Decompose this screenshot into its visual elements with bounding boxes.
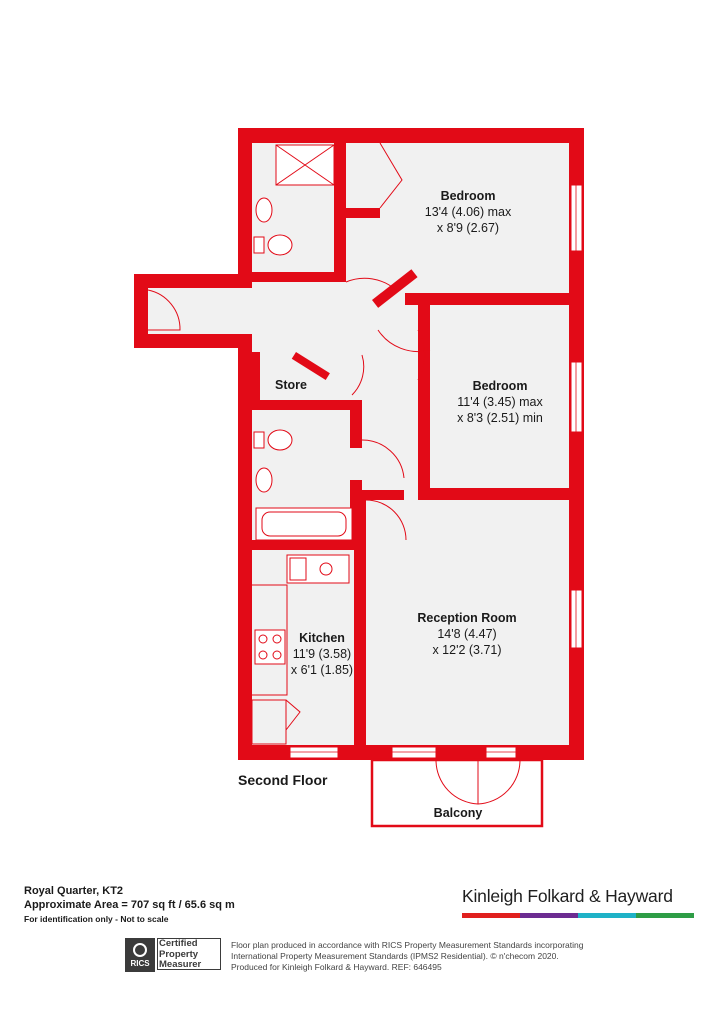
- disclaimer-line3: Produced for Kinleigh Folkard & Hayward.…: [231, 962, 442, 972]
- globe-icon: [133, 943, 147, 957]
- bedroom1-name: Bedroom: [441, 189, 496, 203]
- floor-area: [148, 142, 570, 826]
- windows: [289, 184, 583, 759]
- floor-plan: Bedroom 13'4 (4.06) max x 8'9 (2.67) Bed…: [134, 128, 584, 828]
- brand-bar-green: [636, 913, 694, 918]
- disclaimer-line1: Floor plan produced in accordance with R…: [231, 940, 584, 950]
- rics-badge-box: [157, 938, 221, 970]
- rics-badge-line2: Property: [159, 948, 199, 960]
- balcony-outline: [370, 758, 544, 828]
- property-area: Approximate Area = 707 sq ft / 65.6 sq m: [24, 899, 235, 911]
- cupboard-icon: [251, 699, 287, 745]
- disclaimer-line2: International Property Measurement Stand…: [231, 951, 559, 961]
- reception-name: Reception Room: [417, 611, 516, 625]
- brand-name: Kinleigh Folkard & Hayward: [462, 886, 673, 906]
- window-panes: [290, 185, 577, 753]
- bedroom1-dim1: 13'4 (4.06) max: [425, 205, 512, 219]
- bedroom2-dim2: x 8'3 (2.51) min: [457, 411, 543, 425]
- basin-icon: [255, 197, 273, 223]
- rics-badge-text: Certified Property Measurer: [159, 938, 202, 971]
- bedroom2-name: Bedroom: [473, 379, 528, 393]
- kitchen-dim1: 11'9 (3.58): [293, 647, 351, 661]
- property-note: For identification only - Not to scale: [24, 914, 169, 924]
- balcony-name: Balcony: [434, 806, 483, 820]
- bedroom2-dim1: 11'4 (3.45) max: [457, 395, 543, 409]
- floor-label: Second Floor: [238, 772, 328, 788]
- fixtures: [251, 144, 353, 745]
- rics-logo: RICS: [125, 938, 155, 972]
- basin-icon-2: [255, 467, 273, 493]
- bedroom1-dim2: x 8'9 (2.67): [437, 221, 499, 235]
- toilet-icon-2: [267, 429, 293, 451]
- interior-walls: [250, 142, 570, 745]
- kitchen-name: Kitchen: [299, 631, 345, 645]
- brand-bar-red: [462, 913, 520, 918]
- kitchen-dim2: x 6'1 (1.85): [291, 663, 353, 677]
- property-address: Royal Quarter, KT2: [24, 885, 124, 897]
- room-labels: Bedroom 13'4 (4.06) max x 8'9 (2.67) Bed…: [275, 189, 543, 820]
- hob-icon: [254, 629, 286, 665]
- doors: [147, 142, 521, 805]
- agent-brand: Kinleigh Folkard & Hayward: [462, 886, 694, 918]
- brand-bar-purple: [520, 913, 578, 918]
- reception-dim1: 14'8 (4.47): [437, 627, 496, 641]
- rics-logo-text: RICS: [130, 959, 150, 968]
- rics-badge-line3: Measurer: [159, 959, 202, 970]
- property-info: Royal Quarter, KT2 Approximate Area = 70…: [24, 884, 354, 926]
- brand-bar-cyan: [578, 913, 636, 918]
- rics-badge-line1: Certified: [159, 938, 198, 949]
- toilet-icon: [267, 234, 293, 256]
- reception-dim2: x 12'2 (3.71): [432, 643, 501, 657]
- rics-badge: RICS Certified Property Measurer: [125, 938, 221, 972]
- disclaimer: Floor plan produced in accordance with R…: [231, 940, 611, 973]
- store-name: Store: [275, 378, 307, 392]
- brand-color-bars: [462, 913, 694, 918]
